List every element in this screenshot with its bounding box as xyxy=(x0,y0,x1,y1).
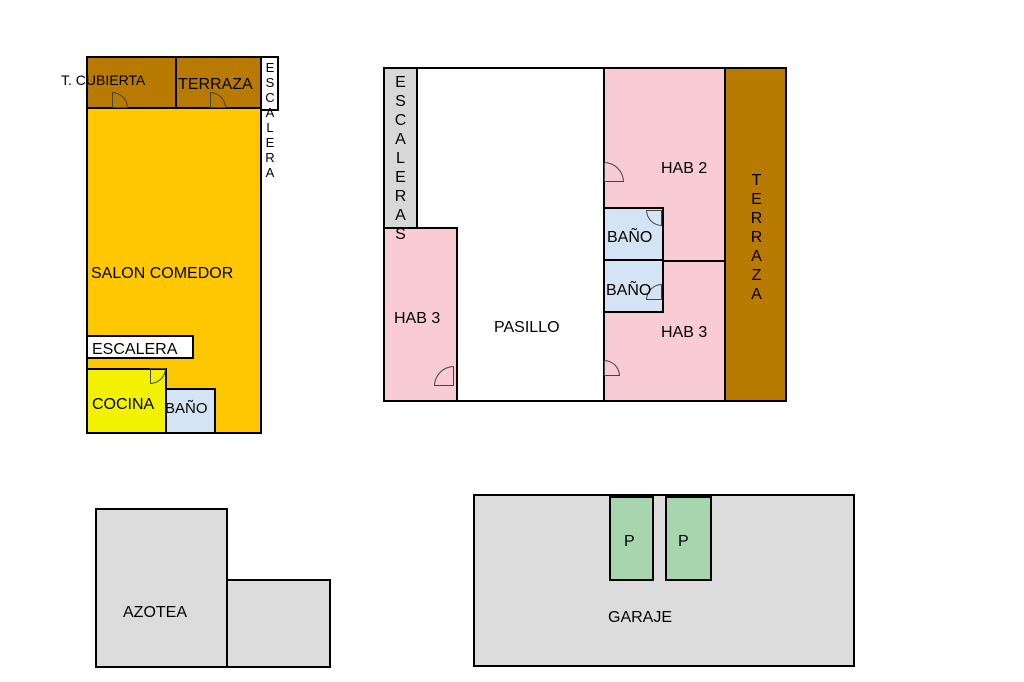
room-azotea-annex xyxy=(226,579,331,668)
label-parking-2: P xyxy=(678,533,689,550)
label-terraza-vertical: TERRAZA xyxy=(744,172,768,309)
parking-space-2 xyxy=(665,496,712,581)
room-bano xyxy=(165,388,216,434)
room-garaje xyxy=(473,494,855,667)
room-azotea xyxy=(95,508,228,668)
parking-space-1 xyxy=(609,496,654,581)
label-cocina: COCINA xyxy=(92,396,155,413)
label-garaje: GARAJE xyxy=(608,609,673,626)
label-escalera-vertical: ESCALERA xyxy=(262,60,278,182)
room-cocina xyxy=(86,368,167,434)
label-parking-1: P xyxy=(624,533,635,550)
label-terraza-cubierta: T. CUBIERTA xyxy=(61,72,146,88)
room-terraza-cubierta xyxy=(86,56,177,109)
label-escaleras-vertical: ESCALERAS xyxy=(386,74,414,249)
label-hab-2: HAB 2 xyxy=(661,160,708,177)
label-bano-top: BAÑO xyxy=(607,229,653,246)
room-terraza xyxy=(175,56,262,109)
room-terraza-right xyxy=(724,67,787,402)
label-pasillo: PASILLO xyxy=(494,319,560,336)
room-escaleras xyxy=(383,67,418,229)
room-escalera-vertical xyxy=(260,56,279,111)
vertical-text: TERRAZA xyxy=(748,172,765,305)
label-hab-3-left: HAB 3 xyxy=(394,310,441,327)
label-bano-bottom: BAÑO xyxy=(606,282,652,299)
label-bano: BAÑO xyxy=(165,400,208,417)
label-terraza: TERRAZA xyxy=(178,76,253,93)
label-azotea: AZOTEA xyxy=(123,604,188,621)
vertical-text: ESCALERAS xyxy=(392,74,409,245)
room-escalera xyxy=(86,335,194,359)
label-salon-comedor: SALON COMEDOR xyxy=(91,265,234,282)
label-escalera: ESCALERA xyxy=(92,341,178,358)
label-hab-3-right: HAB 3 xyxy=(661,324,708,341)
vertical-text: ESCALERA xyxy=(262,60,278,180)
